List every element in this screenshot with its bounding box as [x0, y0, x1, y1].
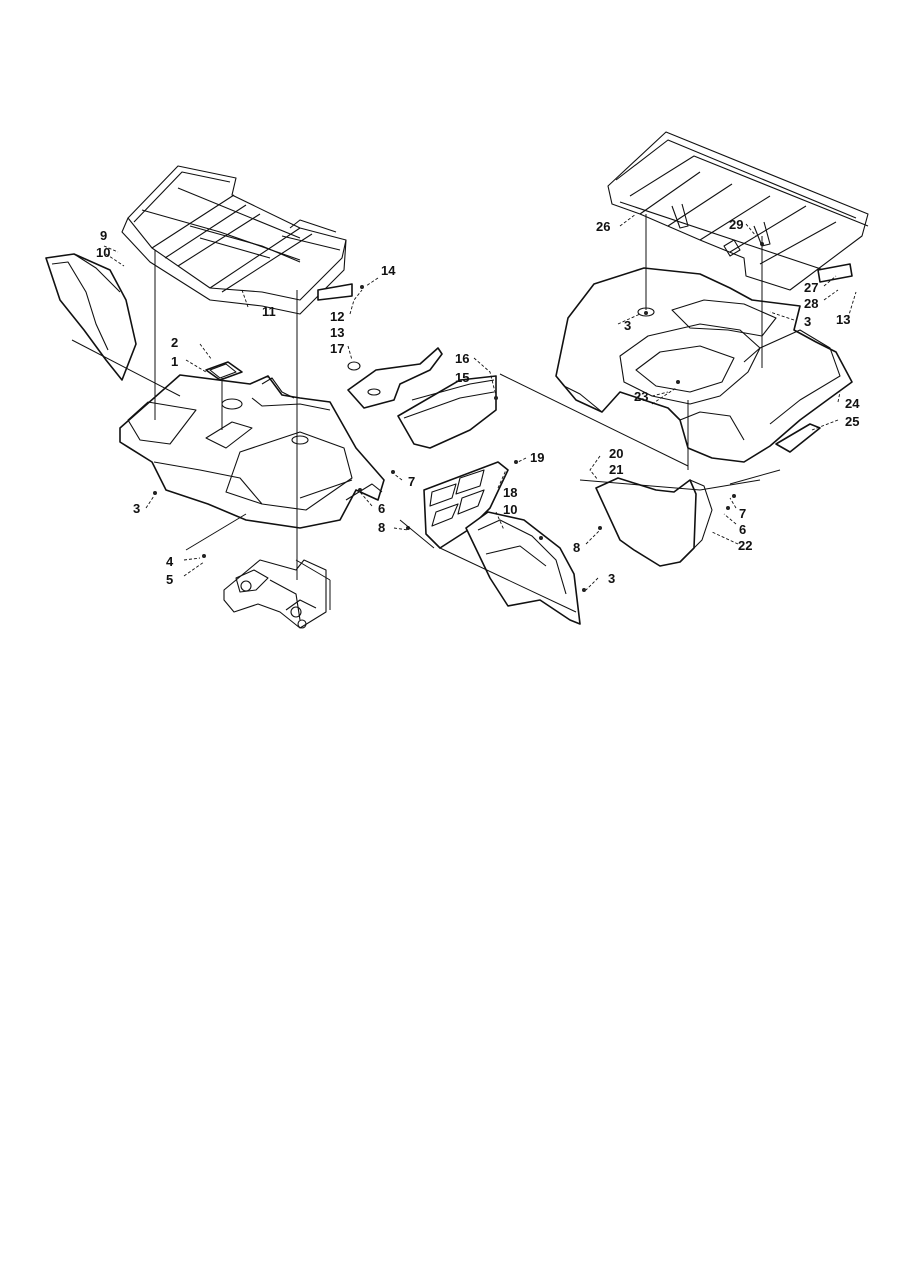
side-cover: [347, 347, 497, 449]
callout-8: 8: [573, 540, 580, 555]
callout-13: 13: [836, 312, 850, 327]
callout-19: 19: [530, 450, 544, 465]
rear-hardware: [644, 239, 853, 510]
rear-fender: [555, 267, 853, 463]
callout-23: 23: [634, 389, 648, 404]
callout-22: 22: [738, 538, 752, 553]
callout-8: 8: [378, 520, 385, 535]
front-decal: [205, 361, 243, 381]
front-rack: [121, 165, 347, 315]
callout-3: 3: [624, 318, 631, 333]
callout-7: 7: [408, 474, 415, 489]
callout-3: 3: [608, 571, 615, 586]
rear-rack: [607, 131, 869, 291]
callout-26: 26: [596, 219, 610, 234]
callout-4: 4: [166, 554, 174, 569]
callout-10: 10: [96, 245, 110, 260]
callout-16: 16: [455, 351, 469, 366]
callout-2: 2: [171, 335, 178, 350]
callout-11: 11: [262, 304, 276, 319]
front-fender: [119, 374, 385, 529]
callout-10: 10: [503, 502, 517, 517]
callout-7: 7: [739, 506, 746, 521]
callout-3: 3: [804, 314, 811, 329]
callout-13: 13: [330, 325, 344, 340]
rear-mudflap: [595, 477, 713, 567]
front-hardware: [153, 283, 410, 558]
middle-hardware: [494, 396, 602, 592]
callout-28: 28: [804, 296, 818, 311]
reference-lines: [71, 213, 857, 613]
callout-21: 21: [609, 462, 623, 477]
front-side-panel: [45, 253, 137, 381]
callout-6: 6: [739, 522, 746, 537]
callout-24: 24: [845, 396, 860, 411]
callout-29: 29: [729, 217, 743, 232]
callout-18: 18: [503, 485, 517, 500]
callout-17: 17: [330, 341, 344, 356]
callout-14: 14: [381, 263, 396, 278]
callout-6: 6: [378, 501, 385, 516]
rear-decal: [775, 423, 821, 453]
front-mount-bracket: [223, 559, 327, 629]
callout-27: 27: [804, 280, 818, 295]
callout-12: 12: [330, 309, 344, 324]
lower-side-panel: [465, 511, 581, 625]
callout-20: 20: [609, 446, 623, 461]
callout-3: 3: [133, 501, 140, 516]
callout-25: 25: [845, 414, 859, 429]
callout-9: 9: [100, 228, 107, 243]
callout-5: 5: [166, 572, 173, 587]
callout-1: 1: [171, 354, 178, 369]
callout-labels: 9 10 11 12 13 14 17 2 1 16 15 3 7 6 8 4 …: [96, 217, 860, 587]
callout-15: 15: [455, 370, 469, 385]
